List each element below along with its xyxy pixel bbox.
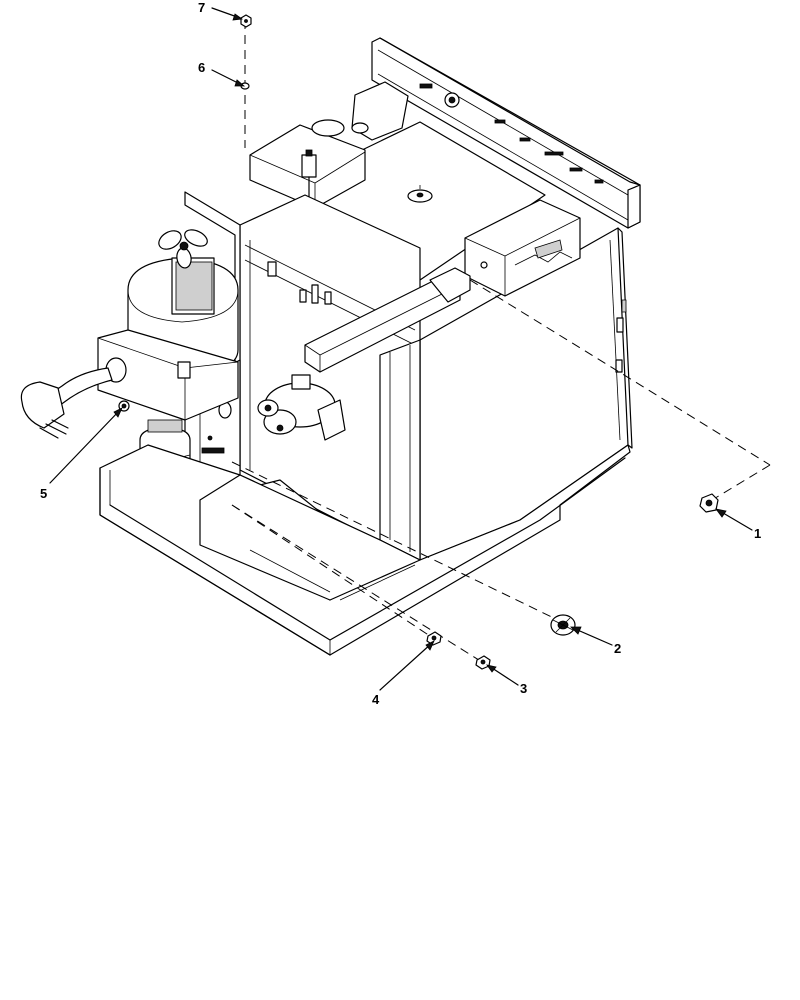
- callout-label-6: 6: [198, 60, 205, 75]
- right-electrical-box: [464, 199, 581, 297]
- callout-arrows: [49, 7, 753, 691]
- callout-label-4: 4: [372, 692, 380, 707]
- callout-label-5: 5: [40, 486, 47, 501]
- part-2-foot: [550, 614, 576, 636]
- power-cord: [20, 367, 113, 439]
- callout-labels: 1 2 3 4 5 6 7: [40, 0, 761, 707]
- control-knobs: [419, 83, 604, 184]
- fan-blade: [158, 229, 208, 269]
- part-3-screw: [475, 655, 491, 670]
- stirrer-motor: [257, 374, 346, 441]
- callout-label-7: 7: [198, 0, 205, 15]
- front-control-panel: [371, 37, 641, 229]
- callout-label-2: 2: [614, 641, 621, 656]
- part-1-nut: [699, 493, 719, 513]
- callout-label-1: 1: [754, 526, 761, 541]
- callout-label-3: 3: [520, 681, 527, 696]
- part-7-nut: [240, 14, 252, 28]
- terminal-studs: [267, 261, 332, 305]
- cross-bracket: [304, 267, 471, 373]
- part-4-screw: [426, 631, 442, 646]
